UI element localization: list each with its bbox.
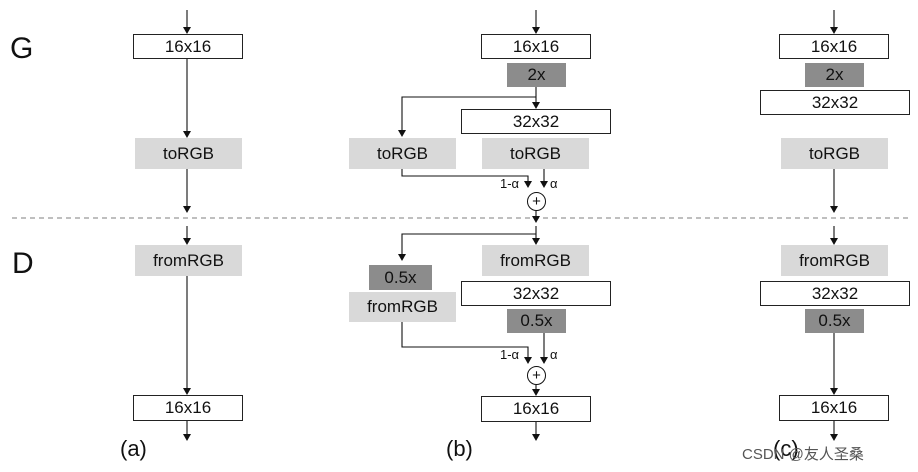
c-g-block-32x32: 32x32 <box>760 90 910 115</box>
b-d-block-downsample-high: 0.5x <box>507 309 566 333</box>
c-g-block-torgb: toRGB <box>781 138 888 169</box>
b-d-block-16x16: 16x16 <box>481 396 591 422</box>
b-d-block-downsample-low: 0.5x <box>369 265 432 290</box>
c-g-block-16x16: 16x16 <box>779 34 889 59</box>
c-d-block-fromrgb: fromRGB <box>781 245 888 276</box>
watermark-text: CSDN @友人圣桑 <box>742 446 864 463</box>
a-d-block-fromrgb: fromRGB <box>135 245 242 276</box>
c-d-block-downsample: 0.5x <box>805 309 864 333</box>
a-g-block-16x16: 16x16 <box>133 34 243 59</box>
arrow-b-d-fromrgb-left-to-sum <box>401 322 532 364</box>
c-g-block-upsample: 2x <box>805 63 864 87</box>
a-g-block-torgb: toRGB <box>135 138 242 169</box>
b-g-block-upsample: 2x <box>507 63 566 87</box>
b-g-block-torgb-low: toRGB <box>349 138 456 169</box>
b-d-label-alpha: α <box>550 347 558 362</box>
b-d-block-fromrgb-low: fromRGB <box>349 292 456 322</box>
b-d-block-32x32: 32x32 <box>461 281 611 306</box>
column-label-c: (c) <box>773 436 799 461</box>
b-g-label-one-minus-alpha: 1-α <box>500 176 520 191</box>
b-d-block-fromrgb-high: fromRGB <box>482 245 589 276</box>
b-g-block-32x32: 32x32 <box>461 109 611 134</box>
a-d-block-16x16: 16x16 <box>133 395 243 421</box>
column-label-a: (a) <box>120 436 147 461</box>
b-g-block-torgb-high: toRGB <box>482 138 589 169</box>
b-g-block-16x16: 16x16 <box>481 34 591 59</box>
row-label-discriminator: D <box>12 247 34 280</box>
b-d-label-one-minus-alpha: 1-α <box>500 347 520 362</box>
b-g-sum-node: + <box>527 192 546 211</box>
c-d-block-32x32: 32x32 <box>760 281 910 306</box>
column-label-b: (b) <box>446 436 473 461</box>
b-g-label-alpha: α <box>550 176 558 191</box>
arrow-b-g-branch-to-torgb <box>398 96 536 137</box>
c-d-block-16x16: 16x16 <box>779 395 889 421</box>
arrow-b-g-torgb-left-to-sum <box>401 169 532 188</box>
arrow-b-d-branch-to-downsample <box>398 233 536 261</box>
row-label-generator: G <box>10 32 34 65</box>
b-d-sum-node: + <box>527 366 546 385</box>
